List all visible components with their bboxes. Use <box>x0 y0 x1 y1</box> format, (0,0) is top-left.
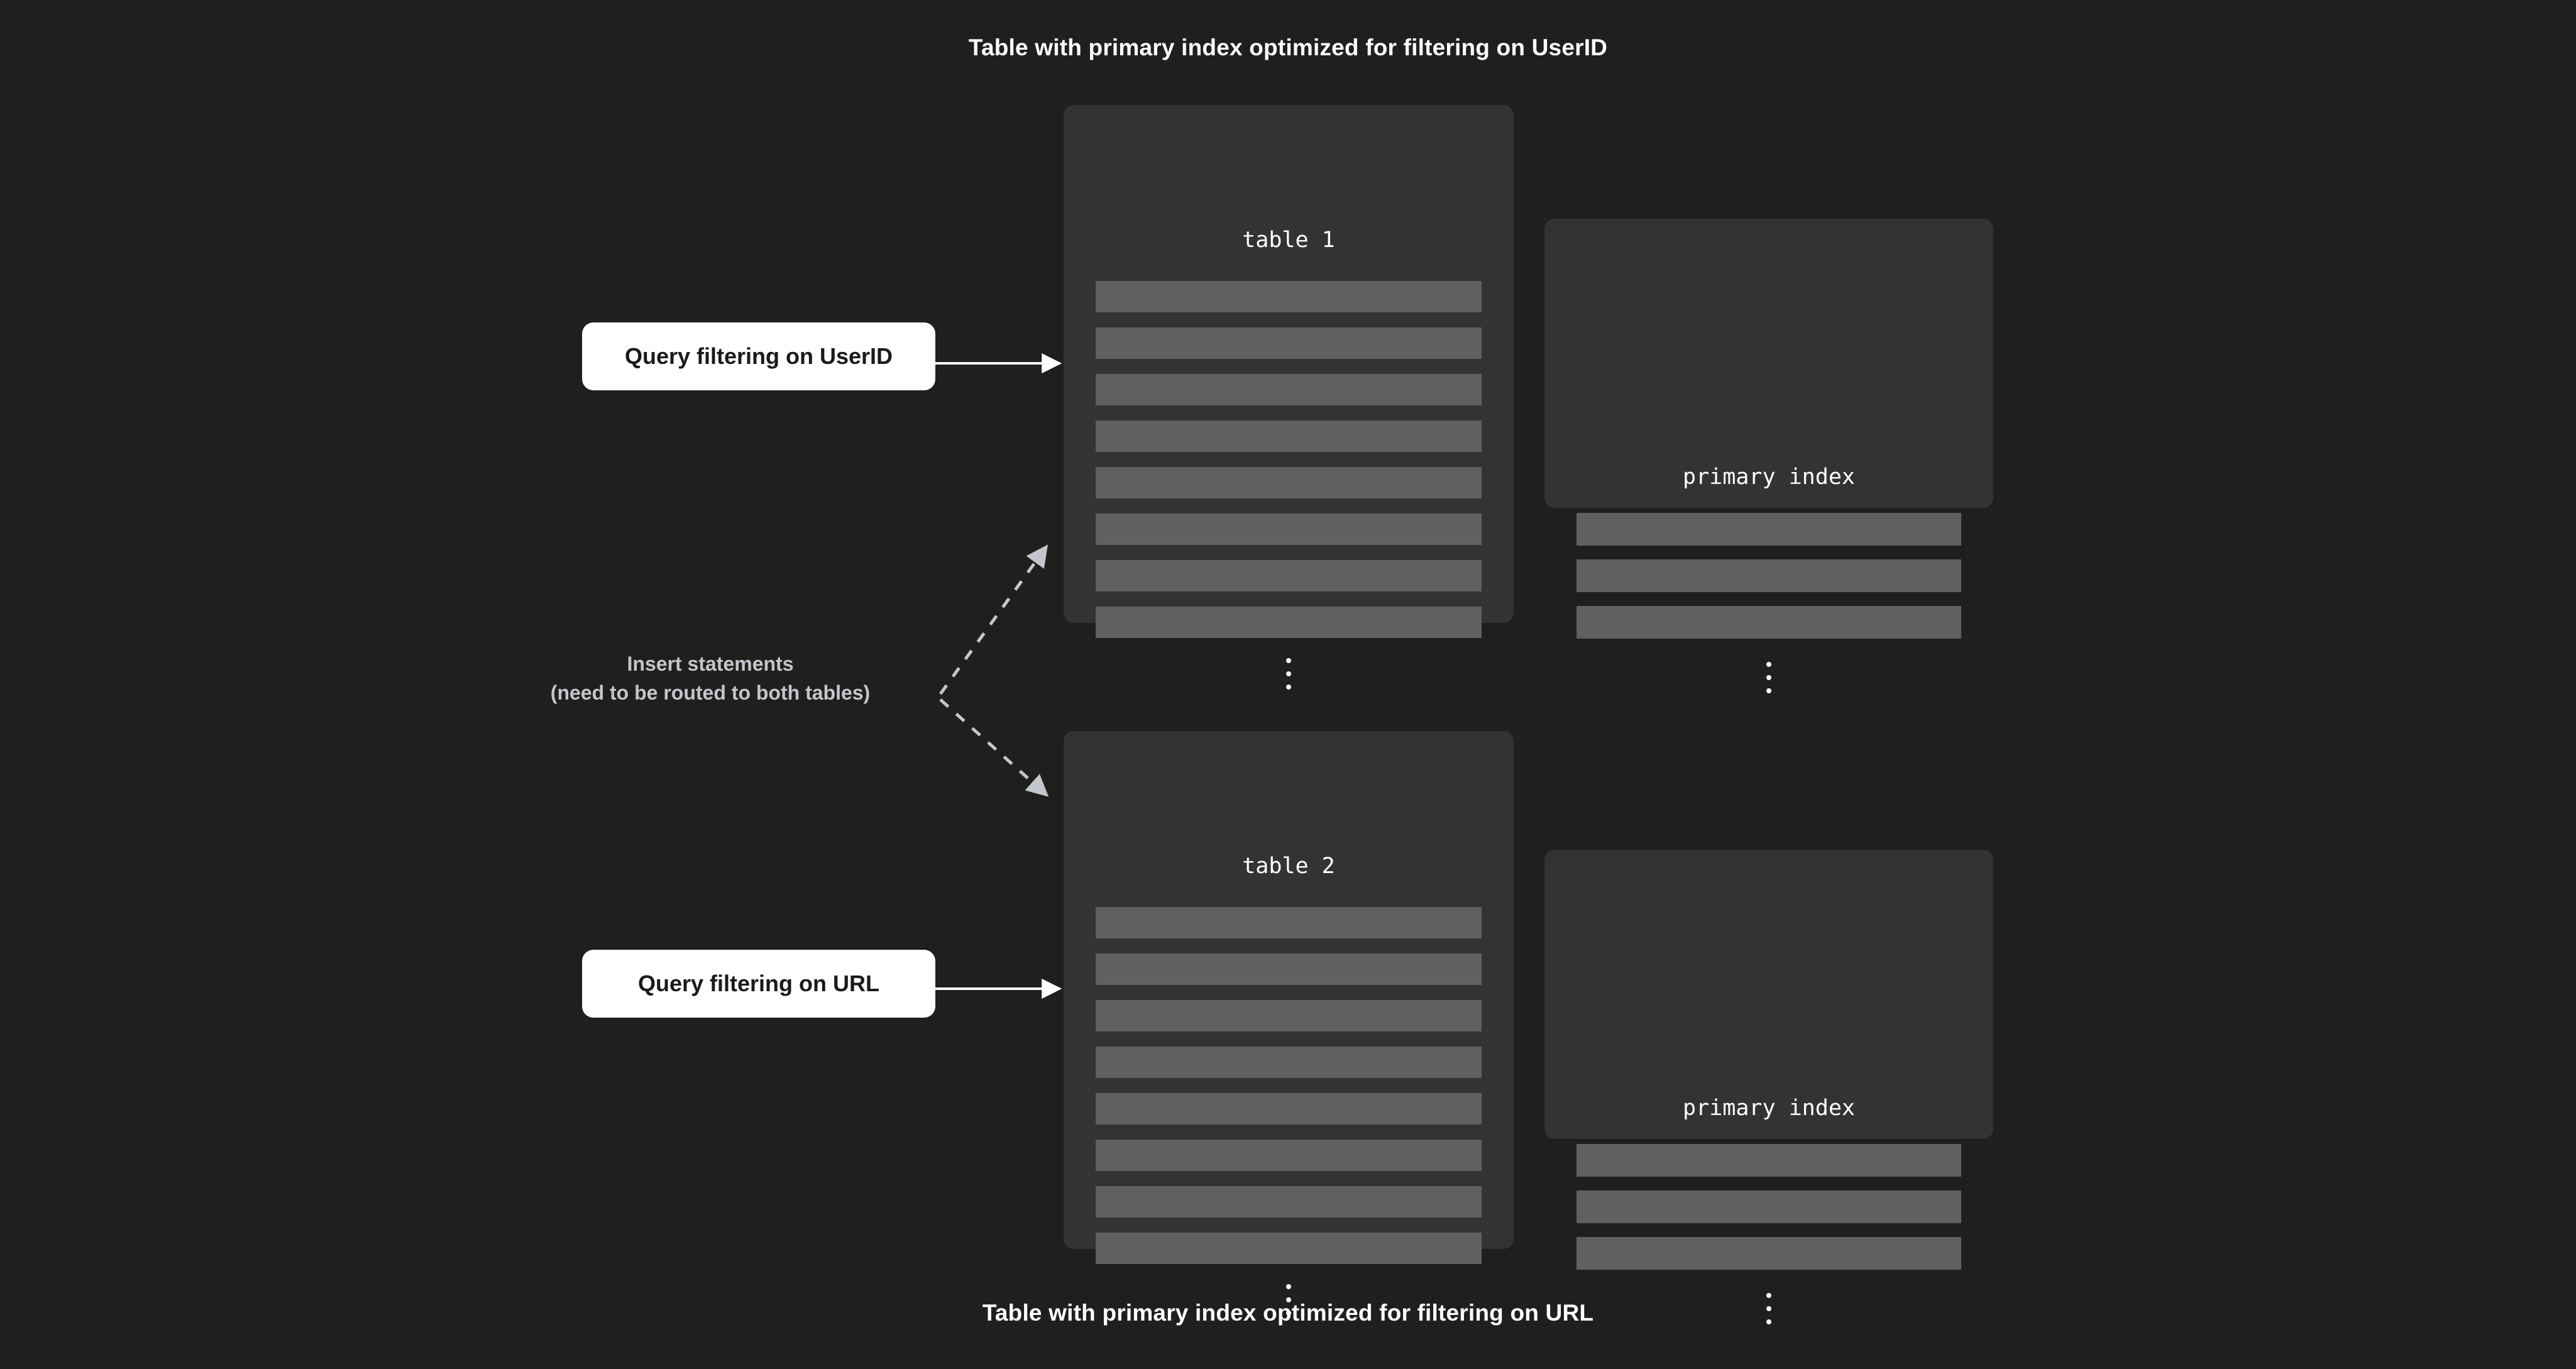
insert-arrow-to-table1-icon <box>938 544 1049 695</box>
primary-index-2-title: primary index <box>1683 1096 1855 1121</box>
table-row <box>1096 327 1482 359</box>
primary-index-1-title: primary index <box>1683 465 1855 490</box>
table-2-panel: table 2 <box>1064 731 1514 1316</box>
table-row <box>1096 1140 1482 1171</box>
index-row <box>1577 1144 1961 1177</box>
table-1-panel: table 1 <box>1064 105 1514 690</box>
table-row <box>1096 1233 1482 1264</box>
index-row <box>1577 513 1961 546</box>
query-filtering-userid-callout[interactable]: Query filtering on UserID <box>582 322 935 390</box>
vertical-ellipsis-icon <box>1064 1284 1514 1316</box>
table-row <box>1096 1093 1482 1124</box>
index-row <box>1577 559 1961 592</box>
index-row <box>1577 1190 1961 1223</box>
table-row <box>1096 374 1482 405</box>
vertical-ellipsis-icon <box>1544 1293 1993 1324</box>
primary-index-2-rows <box>1577 1144 1961 1284</box>
table-row <box>1096 467 1482 498</box>
top-caption: Table with primary index optimized for f… <box>968 35 1608 60</box>
insert-note-line-2: (need to be routed to both tables) <box>550 681 871 705</box>
vertical-ellipsis-icon <box>1544 662 1993 693</box>
bottom-caption: Table with primary index optimized for f… <box>982 1300 1594 1326</box>
table-row <box>1096 1186 1482 1218</box>
table-1-title: table 1 <box>1242 228 1335 253</box>
insert-statements-note: Insert statements (need to be routed to … <box>497 649 924 708</box>
index-row <box>1577 606 1961 639</box>
primary-index-1-rows <box>1577 513 1961 652</box>
query-filtering-url-label: Query filtering on URL <box>637 970 879 996</box>
table-row <box>1096 421 1482 452</box>
table-2-rows <box>1096 907 1482 1279</box>
insert-note-line-1: Insert statements <box>627 652 794 675</box>
table-row <box>1096 1000 1482 1031</box>
table-row <box>1096 560 1482 591</box>
primary-index-1-panel: primary index <box>1544 219 1993 693</box>
table-row <box>1096 281 1482 312</box>
table-row <box>1096 907 1482 938</box>
table-row <box>1096 607 1482 638</box>
query-filtering-userid-label: Query filtering on UserID <box>624 343 893 369</box>
query-filtering-url-callout[interactable]: Query filtering on URL <box>582 950 935 1018</box>
table-row <box>1096 1047 1482 1078</box>
vertical-ellipsis-icon <box>1064 658 1514 690</box>
table-row <box>1096 514 1482 545</box>
index-row <box>1577 1237 1961 1270</box>
table-row <box>1096 954 1482 985</box>
table-1-rows <box>1096 281 1482 653</box>
table-2-title: table 2 <box>1242 854 1335 879</box>
primary-index-2-panel: primary index <box>1544 850 1993 1324</box>
insert-arrow-to-table2-icon <box>939 698 1049 797</box>
